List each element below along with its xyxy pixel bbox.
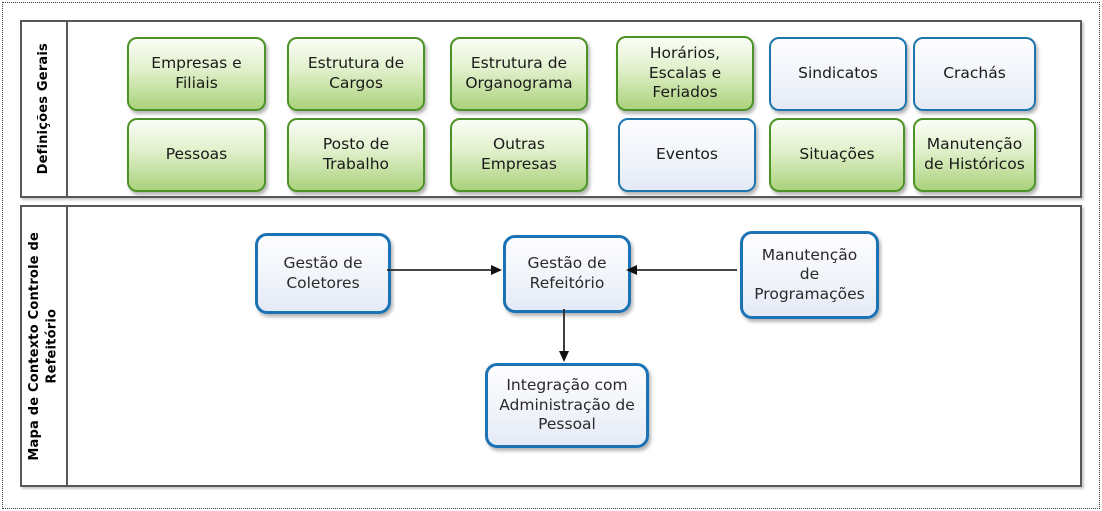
node-sindicatos: Sindicatos — [769, 37, 907, 111]
node-outras-empresas: Outras Empresas — [450, 118, 588, 192]
node-empresas-e-filiais: Empresas e Filiais — [127, 37, 266, 111]
node-label: Estrutura de Organograma — [465, 54, 573, 92]
node-pessoas: Pessoas — [127, 118, 266, 192]
lane-mapa-contexto-refeitorio: Mapa de Contexto Controle de Refeitório … — [20, 205, 1082, 487]
node-label: Gestão de Refeitório — [527, 254, 607, 292]
node-situacoes: Situações — [769, 118, 905, 192]
node-horarios-escalas-feriados: Horários, Escalas e Feriados — [616, 36, 754, 111]
node-label: Estrutura de Cargos — [307, 54, 405, 92]
lane-definicoes-gerais: Definições Gerais Empresas e Filiais Est… — [20, 20, 1082, 198]
node-label: Empresas e Filiais — [151, 54, 242, 92]
node-gestao-de-coletores: Gestão de Coletores — [255, 233, 391, 314]
node-label: Eventos — [656, 145, 718, 164]
lane-label-text: Mapa de Contexto Controle de Refeitório — [27, 231, 60, 461]
node-estrutura-de-organograma: Estrutura de Organograma — [450, 37, 588, 111]
node-estrutura-de-cargos: Estrutura de Cargos — [287, 37, 425, 111]
node-label: Horários, Escalas e Feriados — [648, 44, 722, 102]
node-gestao-de-refeitorio: Gestão de Refeitório — [503, 235, 631, 313]
lane-label-definicoes-gerais: Definições Gerais — [22, 22, 68, 196]
node-label: Crachás — [943, 64, 1006, 83]
node-integracao-administracao-pessoal: Integração com Administração de Pessoal — [485, 363, 649, 448]
node-label: Pessoas — [165, 145, 228, 164]
node-label: Posto de Trabalho — [322, 135, 390, 173]
node-posto-de-trabalho: Posto de Trabalho — [287, 118, 425, 192]
node-manutencao-de-programacoes: Manutenção de Programações — [740, 231, 879, 319]
node-label: Sindicatos — [798, 64, 878, 83]
node-label: Integração com Administração de Pessoal — [499, 376, 635, 434]
node-label: Manutenção de Programações — [754, 245, 865, 303]
node-crachas: Crachás — [913, 37, 1036, 111]
node-label: Manutenção de Históricos — [924, 135, 1025, 173]
lane-label-mapa-contexto: Mapa de Contexto Controle de Refeitório — [22, 207, 68, 485]
node-eventos: Eventos — [618, 118, 756, 192]
node-label: Outras Empresas — [481, 135, 557, 173]
node-manutencao-de-historicos: Manutenção de Históricos — [913, 118, 1036, 192]
node-label: Gestão de Coletores — [283, 253, 363, 292]
lane-label-text: Definições Gerais — [36, 43, 52, 175]
node-label: Situações — [799, 145, 875, 164]
